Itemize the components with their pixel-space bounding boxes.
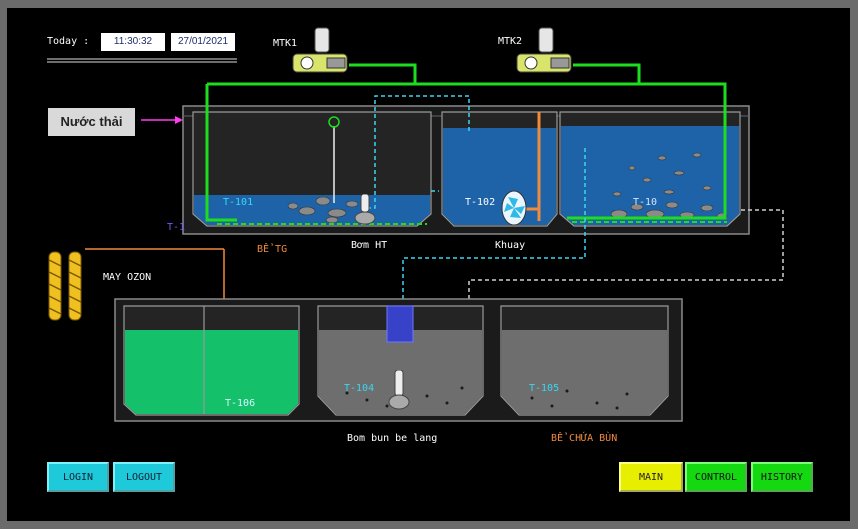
tank-t102-water xyxy=(443,128,556,225)
caption-be-tg: BỂ TG xyxy=(257,244,288,255)
tank-t105-label: T-105 xyxy=(529,383,560,394)
logout-button[interactable]: LOGOUT xyxy=(113,462,175,492)
caption-be-chua-bun: BỂ CHỨA BÙN xyxy=(551,433,618,444)
tank-t103-label: T-10 xyxy=(633,197,658,208)
tank-t101-side-label: T-1 xyxy=(167,222,186,233)
sludge-pump-icon[interactable] xyxy=(387,370,411,412)
tank-t104-label: T-104 xyxy=(344,383,375,394)
blower-2-label: MTK2 xyxy=(498,36,523,47)
blower-1-label: MTK1 xyxy=(273,38,298,49)
blower-mtk2-icon[interactable] xyxy=(515,26,575,76)
inlet-label: Nước thải xyxy=(48,108,135,136)
ozone-label: MAY OZON xyxy=(103,272,152,283)
date-display: 27/01/2021 xyxy=(171,33,235,51)
settling-tube xyxy=(386,305,414,343)
pump-ht-icon[interactable] xyxy=(353,194,377,226)
ozone-generator-icon[interactable] xyxy=(45,248,87,324)
blower-mtk1-icon[interactable] xyxy=(291,26,351,76)
caption-khuay: Khuay xyxy=(495,240,526,251)
air-pipes xyxy=(205,63,727,222)
process-diagram xyxy=(47,58,784,422)
main-button[interactable]: MAIN xyxy=(619,462,683,492)
settled-particles xyxy=(345,386,629,410)
control-button[interactable]: CONTROL xyxy=(685,462,747,492)
tank-t102-label: T-102 xyxy=(465,197,496,208)
sludge-return-pipe xyxy=(468,209,784,408)
transfer-pipes xyxy=(367,95,586,318)
caption-bom-ht: Bơm HT xyxy=(351,240,388,251)
tank-t101-label: T-101 xyxy=(223,197,254,208)
time-display: 11:30:32 xyxy=(101,33,165,51)
tank-t103-water xyxy=(561,126,739,225)
caption-bom-bun: Bom bun be lang xyxy=(347,433,438,444)
today-label: Today : xyxy=(47,36,90,47)
login-button[interactable]: LOGIN xyxy=(47,462,109,492)
tank-t105-sludge xyxy=(502,330,667,414)
mixer-icon[interactable] xyxy=(501,190,527,226)
hmi-screen: Today : 11:30:32 27/01/2021 Nước thải MT… xyxy=(7,8,850,521)
tank-t106-liquid xyxy=(125,330,298,414)
sludge-particles xyxy=(287,152,728,224)
tank-t106-label: T-106 xyxy=(225,398,256,409)
history-button[interactable]: HISTORY xyxy=(751,462,813,492)
